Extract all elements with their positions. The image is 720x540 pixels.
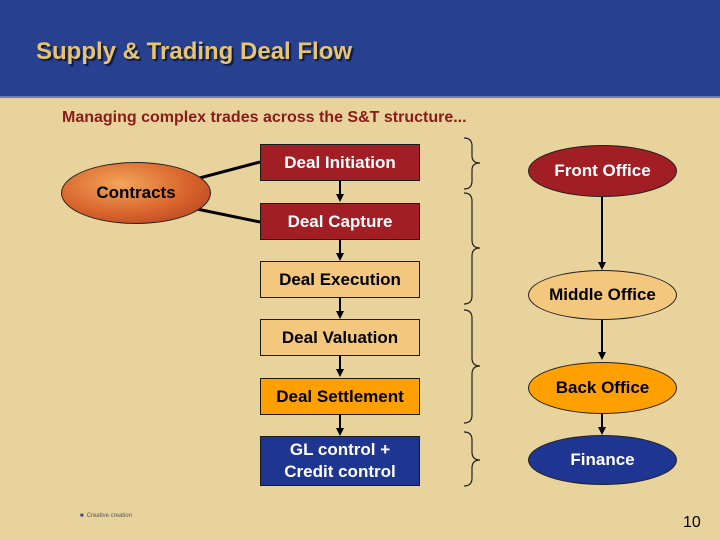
title-banner: Supply & Trading Deal Flow <box>0 0 720 98</box>
step-deal-settlement: Deal Settlement <box>260 378 420 415</box>
step-deal-execution: Deal Execution <box>260 261 420 298</box>
back-office-oval: Back Office <box>528 362 677 414</box>
brace-middle-office-upper <box>463 192 481 305</box>
finance-oval: Finance <box>528 435 677 485</box>
page-number: 10 <box>683 514 701 531</box>
step-deal-initiation: Deal Initiation <box>260 144 420 181</box>
brace-back-office <box>463 309 481 424</box>
slide-title: Supply & Trading Deal Flow <box>36 38 353 65</box>
contracts-to-capture-line <box>191 206 261 224</box>
front-office-oval: Front Office <box>528 145 677 197</box>
brace-finance <box>463 431 481 487</box>
brace-front-office <box>463 137 481 190</box>
contracts-label: Contracts <box>96 183 176 202</box>
contracts-oval: Contracts <box>61 162 211 224</box>
slide-subtitle: Managing complex trades across the S&T s… <box>62 109 467 126</box>
middle-office-oval: Middle Office <box>528 270 677 320</box>
bullet-icon: ■ <box>80 513 84 519</box>
footnote: ■Creative creation <box>80 513 132 519</box>
step-deal-capture: Deal Capture <box>260 203 420 240</box>
step-deal-valuation: Deal Valuation <box>260 319 420 356</box>
step-gl-credit-control: GL control + Credit control <box>260 436 420 486</box>
contracts-to-initiation-line <box>191 160 261 182</box>
